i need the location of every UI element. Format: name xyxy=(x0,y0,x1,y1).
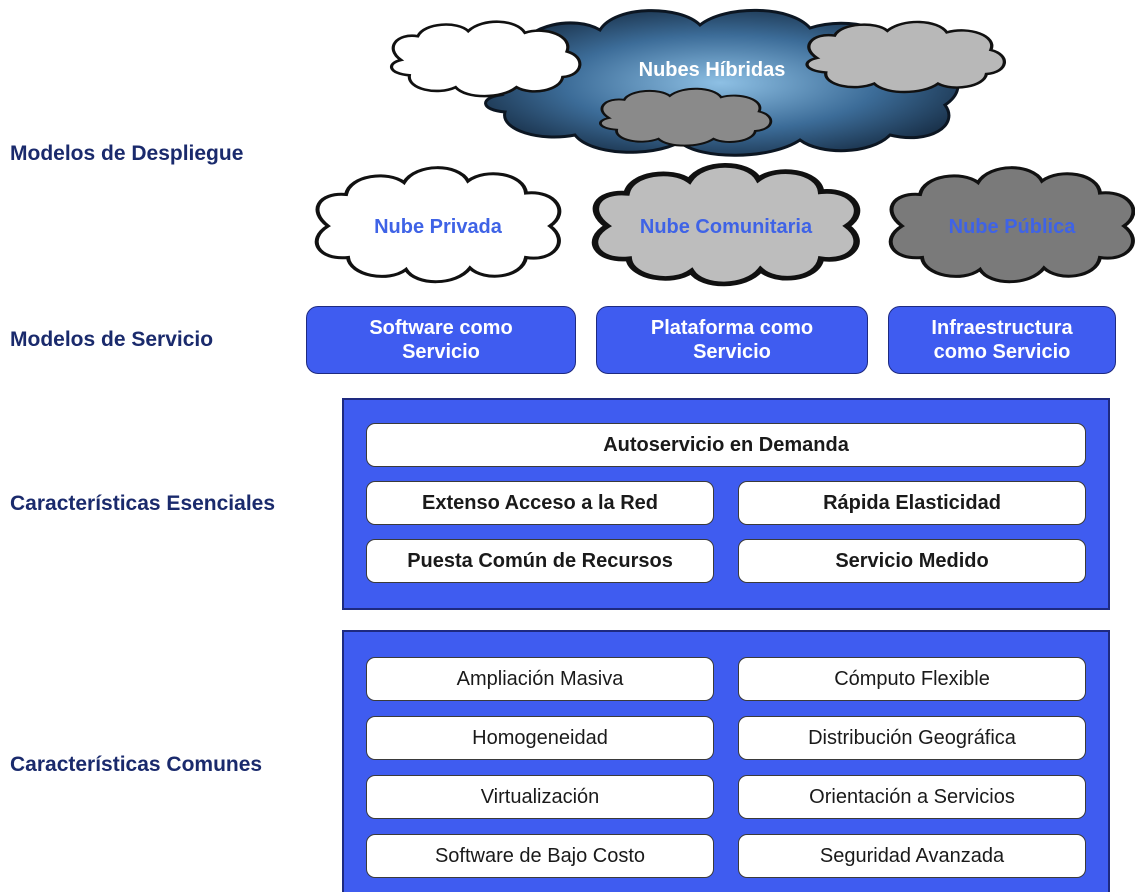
common-item: Seguridad Avanzada xyxy=(738,834,1086,878)
iaas-box: Infraestructura como Servicio xyxy=(888,306,1116,374)
paas-line1: Plataforma como xyxy=(650,317,814,339)
common-item: Distribución Geográfica xyxy=(738,716,1086,760)
hybrid-cloud-label: Nubes Híbridas xyxy=(639,59,786,81)
saas-line1: Software como xyxy=(369,317,513,339)
common-characteristics-label: Características Comunes xyxy=(10,753,263,776)
service-models-label: Modelos de Servicio xyxy=(10,328,214,351)
hybrid-cloud: Nubes Híbridas xyxy=(389,8,1007,157)
essential-characteristics-panel: Autoservicio en Demanda Extenso Acceso a… xyxy=(342,398,1110,610)
community-cloud-label: Nube Comunitaria xyxy=(640,216,813,238)
essential-item: Autoservicio en Demanda xyxy=(366,423,1086,467)
common-item: Homogeneidad xyxy=(366,716,714,760)
common-characteristics-panel: Ampliación Masiva Cómputo Flexible Homog… xyxy=(342,630,1110,892)
deployment-clouds-diagram: Nubes Híbridas Nube Privada Nube Comunit… xyxy=(314,8,1135,300)
essential-item: Rápida Elasticidad xyxy=(738,481,1086,525)
paas-box: Plataforma como Servicio xyxy=(596,306,868,374)
iaas-line1: Infraestructura xyxy=(931,317,1073,339)
essential-characteristics-label: Características Esenciales xyxy=(10,492,276,515)
saas-line2: Servicio xyxy=(402,341,480,363)
common-item: Orientación a Servicios xyxy=(738,775,1086,819)
common-item: Virtualización xyxy=(366,775,714,819)
saas-box: Software como Servicio xyxy=(306,306,576,374)
public-cloud-label: Nube Pública xyxy=(949,216,1077,238)
deployment-models-label: Modelos de Despliegue xyxy=(10,142,244,165)
essential-item: Extenso Acceso a la Red xyxy=(366,481,714,525)
iaas-line2: como Servicio xyxy=(933,341,1071,363)
essential-item: Servicio Medido xyxy=(738,539,1086,583)
private-cloud-label: Nube Privada xyxy=(374,216,503,238)
common-item: Software de Bajo Costo xyxy=(366,834,714,878)
common-item: Cómputo Flexible xyxy=(738,657,1086,701)
essential-item: Puesta Común de Recursos xyxy=(366,539,714,583)
paas-line2: Servicio xyxy=(693,341,771,363)
common-item: Ampliación Masiva xyxy=(366,657,714,701)
